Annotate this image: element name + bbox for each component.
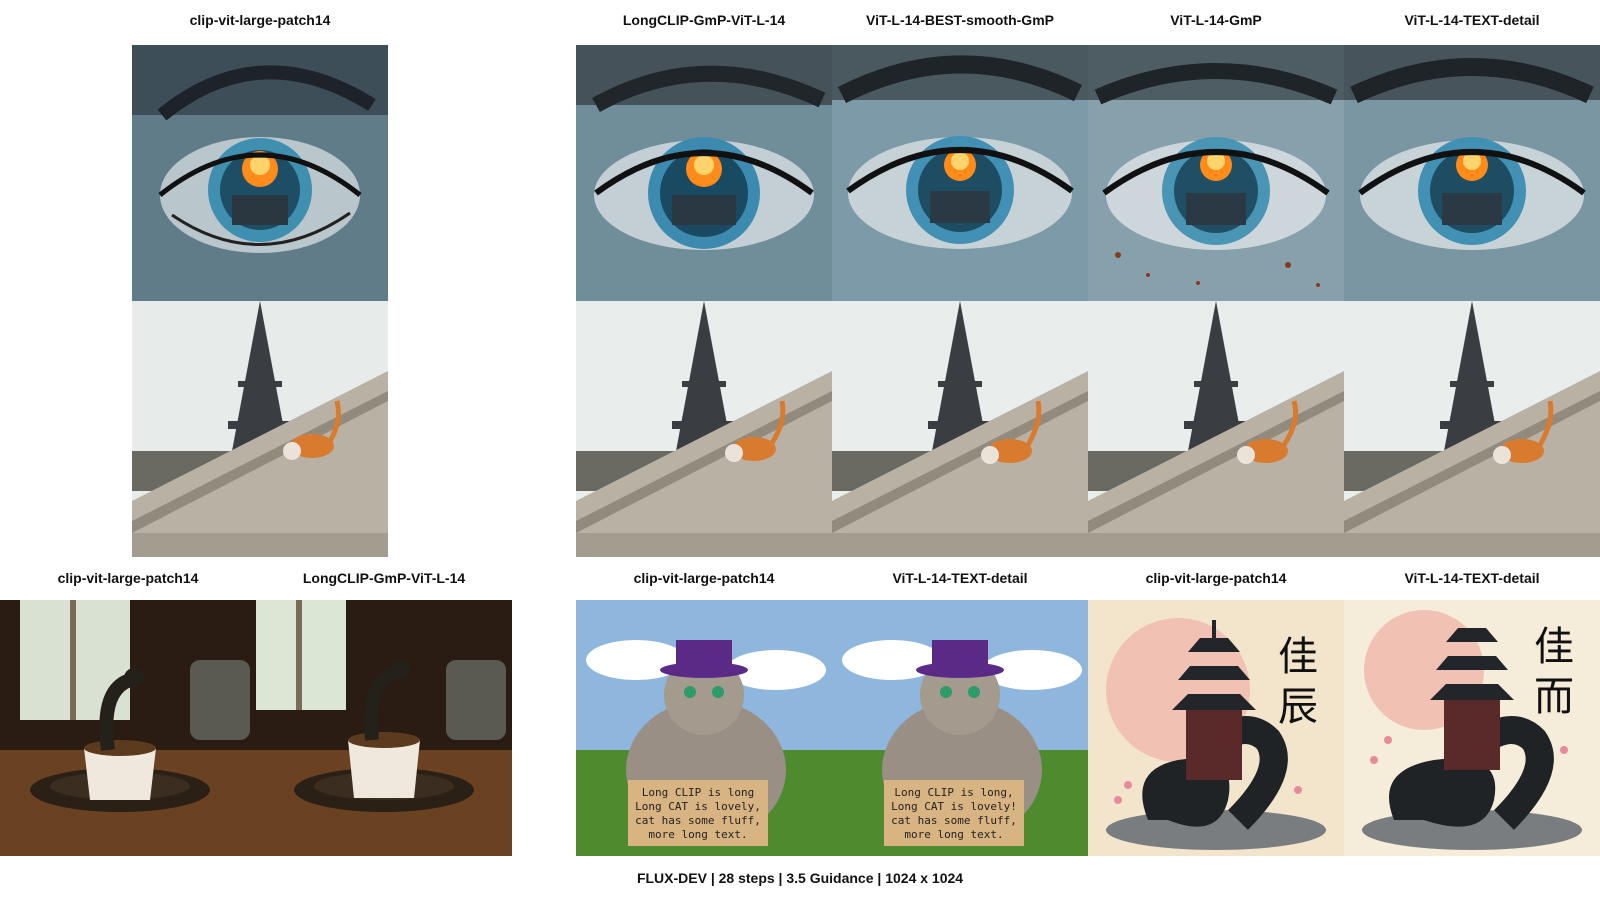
sign-line-4: more long text. [648, 828, 747, 841]
eye-image-longclip-gmp [576, 45, 832, 301]
eye-image-text-detail [1344, 45, 1600, 301]
column-label-longclip-gmp: LongCLIP-GmP-ViT-L-14 [622, 12, 786, 28]
calligraphy-char-2: 而 [1534, 674, 1574, 720]
sign-line-4: more long text. [904, 828, 1003, 841]
cat-sign-image-clip: Long CLIP is long Long CAT is lovely, ca… [576, 600, 832, 856]
eye-image-clip-vit-large [132, 45, 388, 301]
pagoda-snake-image-clip: 佳 辰 [1088, 600, 1344, 856]
sign-line-3: cat has some fluff, [891, 814, 1017, 827]
sign-line-1: Long CLIP is long, [894, 786, 1013, 799]
label-cat-sign-clip: clip-vit-large-patch14 [633, 570, 775, 586]
calligraphy-char-2: 辰 [1278, 684, 1318, 730]
eiffel-cat-image-longclip-gmp [576, 301, 832, 557]
label-snake-coffee-longclip: LongCLIP-GmP-ViT-L-14 [302, 570, 466, 586]
eiffel-cat-image-text-detail [1344, 301, 1600, 557]
cat-sign-image-text-detail: Long CLIP is long, Long CAT is lovely! c… [832, 600, 1088, 856]
calligraphy-char-1: 佳 [1534, 624, 1574, 670]
label-pagoda-clip: clip-vit-large-patch14 [1145, 570, 1287, 586]
sign-line-1: Long CLIP is long [642, 786, 755, 799]
column-label-best-smooth-gmp: ViT-L-14-BEST-smooth-GmP [866, 12, 1054, 28]
pagoda-snake-image-text-detail: 佳 而 [1344, 600, 1600, 856]
column-label-vit-l-14-gmp: ViT-L-14-GmP [1170, 12, 1262, 28]
label-pagoda-text-detail: ViT-L-14-TEXT-detail [1404, 570, 1540, 586]
snake-coffee-image-clip [0, 600, 256, 856]
label-snake-coffee-clip: clip-vit-large-patch14 [57, 570, 199, 586]
sign-line-2: Long CAT is lovely, [635, 800, 761, 813]
calligraphy-char-1: 佳 [1278, 634, 1318, 680]
eye-image-vit-l-14-gmp [1088, 45, 1344, 301]
sign-line-3: cat has some fluff, [635, 814, 761, 827]
sign-line-2: Long CAT is lovely! [891, 800, 1017, 813]
eye-image-best-smooth-gmp [832, 45, 1088, 301]
snake-coffee-image-longclip [256, 600, 512, 856]
column-label-text-detail: ViT-L-14-TEXT-detail [1404, 12, 1540, 28]
label-cat-sign-text-detail: ViT-L-14-TEXT-detail [892, 570, 1028, 586]
eiffel-cat-image-vit-l-14-gmp [1088, 301, 1344, 557]
eiffel-cat-image-best-smooth-gmp [832, 301, 1088, 557]
eiffel-cat-image-clip-vit-large [132, 301, 388, 557]
generation-settings-caption: FLUX-DEV | 28 steps | 3.5 Guidance | 102… [636, 870, 964, 886]
column-label-clip-vit-large: clip-vit-large-patch14 [189, 12, 331, 28]
